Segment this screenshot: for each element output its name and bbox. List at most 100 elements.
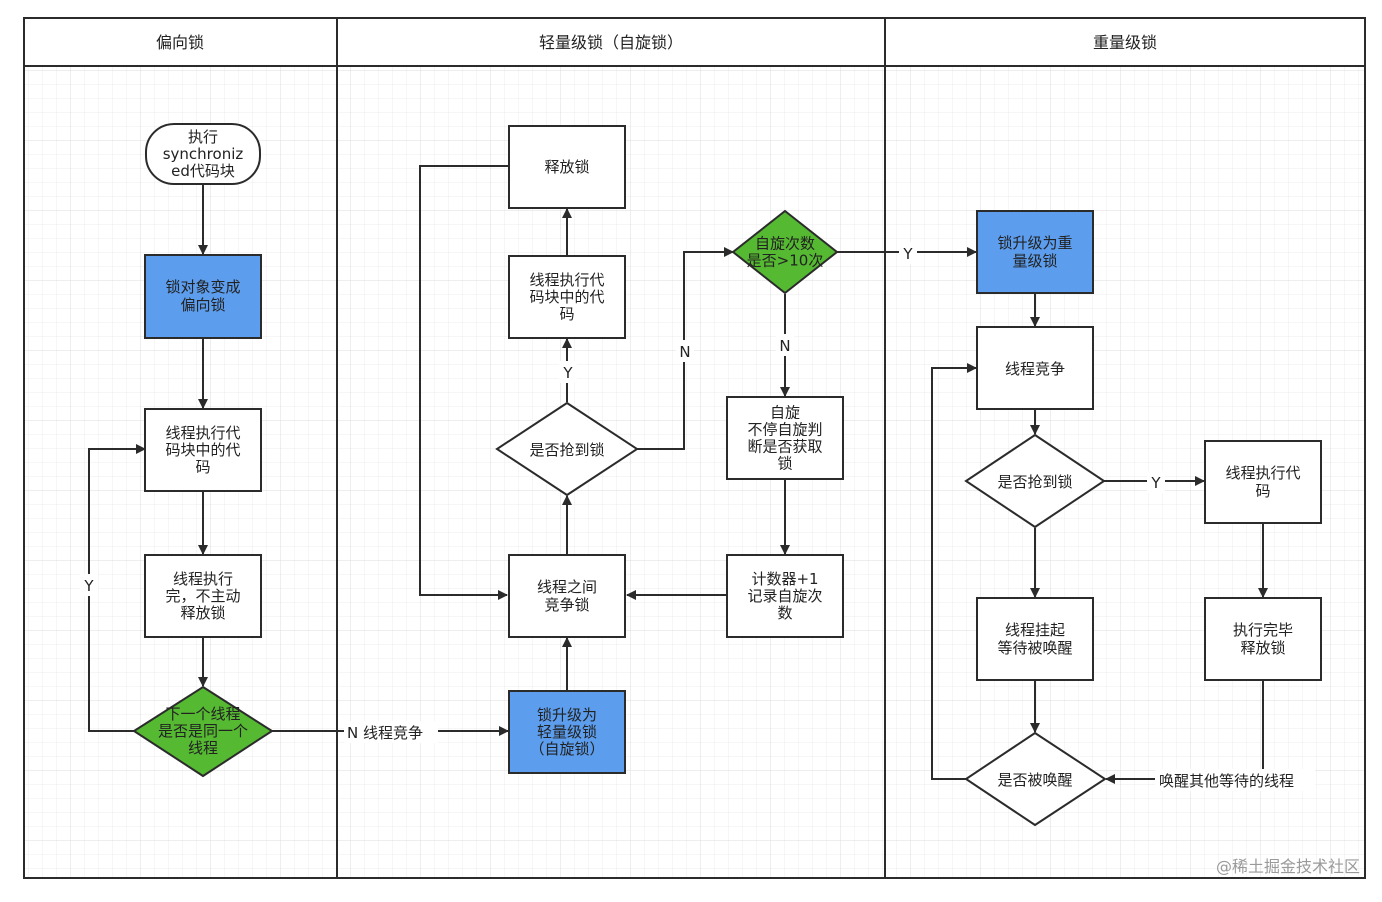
edge-label-y-grab2: Y	[562, 364, 573, 382]
label-spin: 自旋不停自旋判断是否获取锁	[747, 404, 822, 473]
node-counter	[726, 554, 844, 638]
node-exec-code-3	[1204, 440, 1322, 524]
label-spin-check: 自旋次数是否>10次	[747, 235, 824, 270]
label-line: 计数器+1	[751, 570, 818, 588]
label-line: 完，不主动	[165, 587, 240, 605]
label-line: 执行完毕	[1233, 621, 1293, 639]
label-line: 轻量级锁	[537, 723, 597, 741]
lane-title-heavyweight: 重量级锁	[1093, 33, 1157, 52]
label-line: 记录自旋次	[747, 587, 822, 605]
label-line: 下一个线程	[165, 705, 240, 723]
label-grab-lock-3: 是否抢到锁	[997, 473, 1072, 491]
label-line: 数	[777, 604, 792, 622]
label-line: 锁对象变成	[165, 278, 240, 296]
label-line: 锁升级为重	[997, 234, 1072, 252]
edge-label-wake-others: 唤醒其他等待的线程	[1159, 772, 1294, 790]
label-line: 释放锁	[180, 604, 225, 622]
watermark: @稀土掘金技术社区	[1216, 857, 1360, 876]
edge-label-y-spin: Y	[902, 245, 913, 263]
label-upgrade-heavy: 锁升级为重量级锁	[997, 234, 1072, 270]
label-line: 锁升级为	[537, 706, 597, 724]
label-line: 执行	[188, 128, 218, 146]
label-line: 锁	[777, 455, 792, 473]
label-biased-lock: 锁对象变成偏向锁	[165, 278, 240, 314]
node-compete-2	[508, 554, 626, 638]
node-exec-code-1	[144, 408, 262, 492]
edge-labels: Y N 线程竞争 Y N N Y Y 唤醒其他等待的线程	[80, 242, 1315, 791]
label-line: 是否抢到锁	[997, 473, 1072, 491]
label-next-same-thread: 下一个线程是否是同一个线程	[158, 705, 248, 757]
node-biased-lock	[144, 254, 262, 339]
label-upgrade-light: 锁升级为轻量级锁（自旋锁）	[529, 706, 604, 758]
label-line: 不停自旋判	[747, 421, 822, 439]
edge-label-n-spin: N	[779, 337, 790, 355]
label-line: ed代码块	[171, 162, 235, 180]
edge-release-to-compete2	[419, 165, 508, 600]
node-next-same-thread	[132, 685, 274, 778]
lane-title-biased: 偏向锁	[156, 33, 204, 52]
label-suspend: 线程挂起等待被唤醒	[997, 621, 1072, 657]
label-line: synchroniz	[163, 145, 244, 163]
label-release-lock: 释放锁	[544, 158, 589, 176]
edge-label-n-grab2: N	[679, 343, 690, 361]
label-line: 自旋	[770, 404, 800, 422]
node-release-lock	[508, 125, 626, 209]
label-line: （自旋锁）	[529, 740, 604, 758]
label-line: 线程执行代	[529, 271, 604, 289]
label-line: 量级锁	[1012, 252, 1057, 270]
node-suspend	[976, 597, 1094, 681]
node-upgrade-heavy	[976, 210, 1094, 294]
label-woken: 是否被唤醒	[997, 771, 1072, 789]
swimlane-frame	[23, 17, 1366, 879]
node-spin-check	[731, 209, 839, 295]
label-line: 是否>10次	[747, 252, 824, 270]
node-grab-lock-3	[964, 433, 1106, 529]
label-grab-lock-2: 是否抢到锁	[529, 441, 604, 459]
label-line: 竞争锁	[544, 596, 589, 614]
node-start	[145, 123, 261, 185]
label-line: 是否是同一个	[158, 722, 248, 740]
label-line: 自旋次数	[755, 235, 815, 253]
label-line: 释放锁	[1240, 639, 1285, 657]
label-exec-code-3: 线程执行代码	[1225, 464, 1300, 500]
label-line: 断是否获取	[747, 438, 822, 456]
label-compete-2: 线程之间竞争锁	[537, 578, 597, 614]
node-upgrade-light	[508, 690, 626, 774]
label-line: 线程执行代	[1225, 464, 1300, 482]
edge-label-n-compete: N 线程竞争	[347, 724, 423, 742]
label-line: 码	[559, 305, 574, 323]
label-line: 线程执行代	[165, 424, 240, 442]
node-done-release	[1204, 597, 1322, 681]
label-line: 释放锁	[544, 158, 589, 176]
label-line: 线程执行	[173, 570, 233, 588]
node-compete-3	[976, 326, 1094, 410]
label-line: 码	[195, 458, 210, 476]
label-line: 线程	[188, 739, 218, 757]
edge-label-y-grab3: Y	[1150, 474, 1161, 492]
label-exec-code-1: 线程执行代码块中的代码	[165, 424, 240, 476]
edge-label-y-loop: Y	[83, 577, 94, 595]
edge-woken-loop-to-compete3	[931, 363, 977, 780]
node-no-release	[144, 554, 262, 638]
label-line: 是否抢到锁	[529, 441, 604, 459]
label-line: 码块中的代	[529, 288, 604, 306]
label-compete-3: 线程竞争	[1005, 360, 1065, 378]
node-woken	[964, 731, 1107, 827]
label-line: 是否被唤醒	[997, 771, 1072, 789]
nodes	[132, 123, 1322, 827]
label-done-release: 执行完毕释放锁	[1233, 621, 1293, 657]
label-line: 线程之间	[537, 578, 597, 596]
label-line: 偏向锁	[180, 296, 225, 314]
label-line: 码	[1255, 482, 1270, 500]
label-line: 码块中的代	[165, 441, 240, 459]
label-line: 线程挂起	[1005, 621, 1065, 639]
label-exec-code-2: 线程执行代码块中的代码	[529, 271, 604, 323]
label-no-release: 线程执行完，不主动释放锁	[165, 570, 240, 622]
lane-title-lightweight: 轻量级锁（自旋锁）	[539, 33, 683, 52]
label-line: 线程竞争	[1005, 360, 1065, 378]
node-grab-lock-2	[495, 401, 639, 497]
